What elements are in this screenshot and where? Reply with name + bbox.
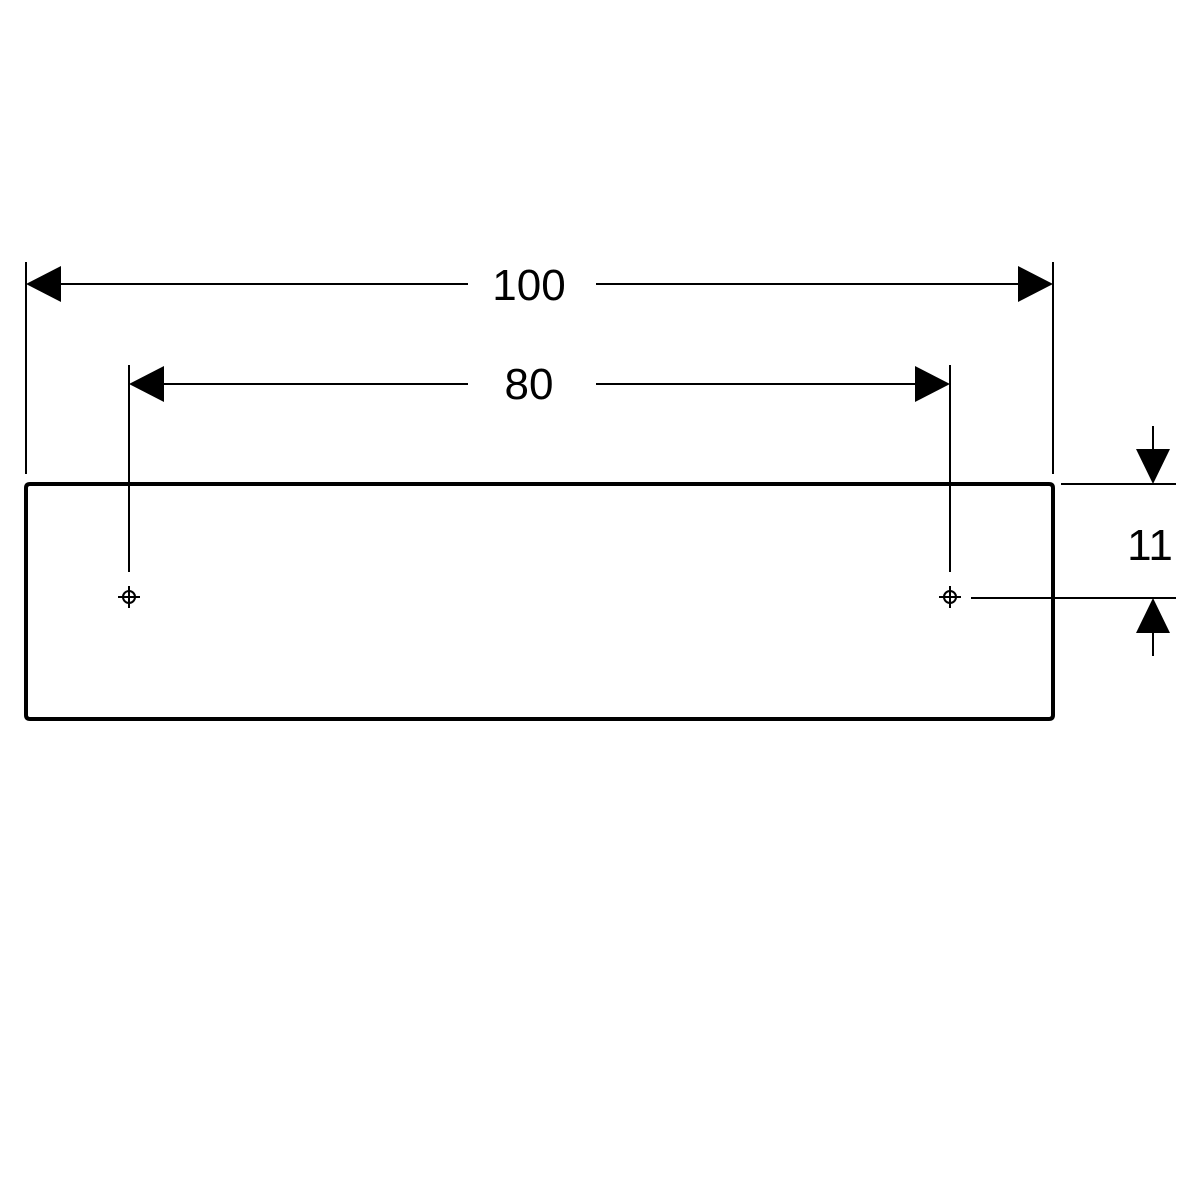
width-arrow-left [26,266,61,302]
overall-width-label: 100 [492,261,565,310]
width-arrow-right [1018,266,1053,302]
panel-body [24,482,1055,721]
mounting-hole-left [118,586,140,608]
offset-arrow-down [1136,449,1170,484]
hole-offset-dimension: 11 [971,426,1176,656]
hole-spacing-label: 80 [505,360,554,409]
panel-outline [24,482,1055,721]
spacing-arrow-right [915,366,950,402]
spacing-arrow-left [129,366,164,402]
overall-width-dimension: 100 [25,261,1054,474]
offset-arrow-up [1136,598,1170,633]
hole-spacing-dimension: 80 [128,360,951,572]
hole-offset-label: 11 [1127,521,1173,570]
mounting-hole-right [939,586,961,608]
